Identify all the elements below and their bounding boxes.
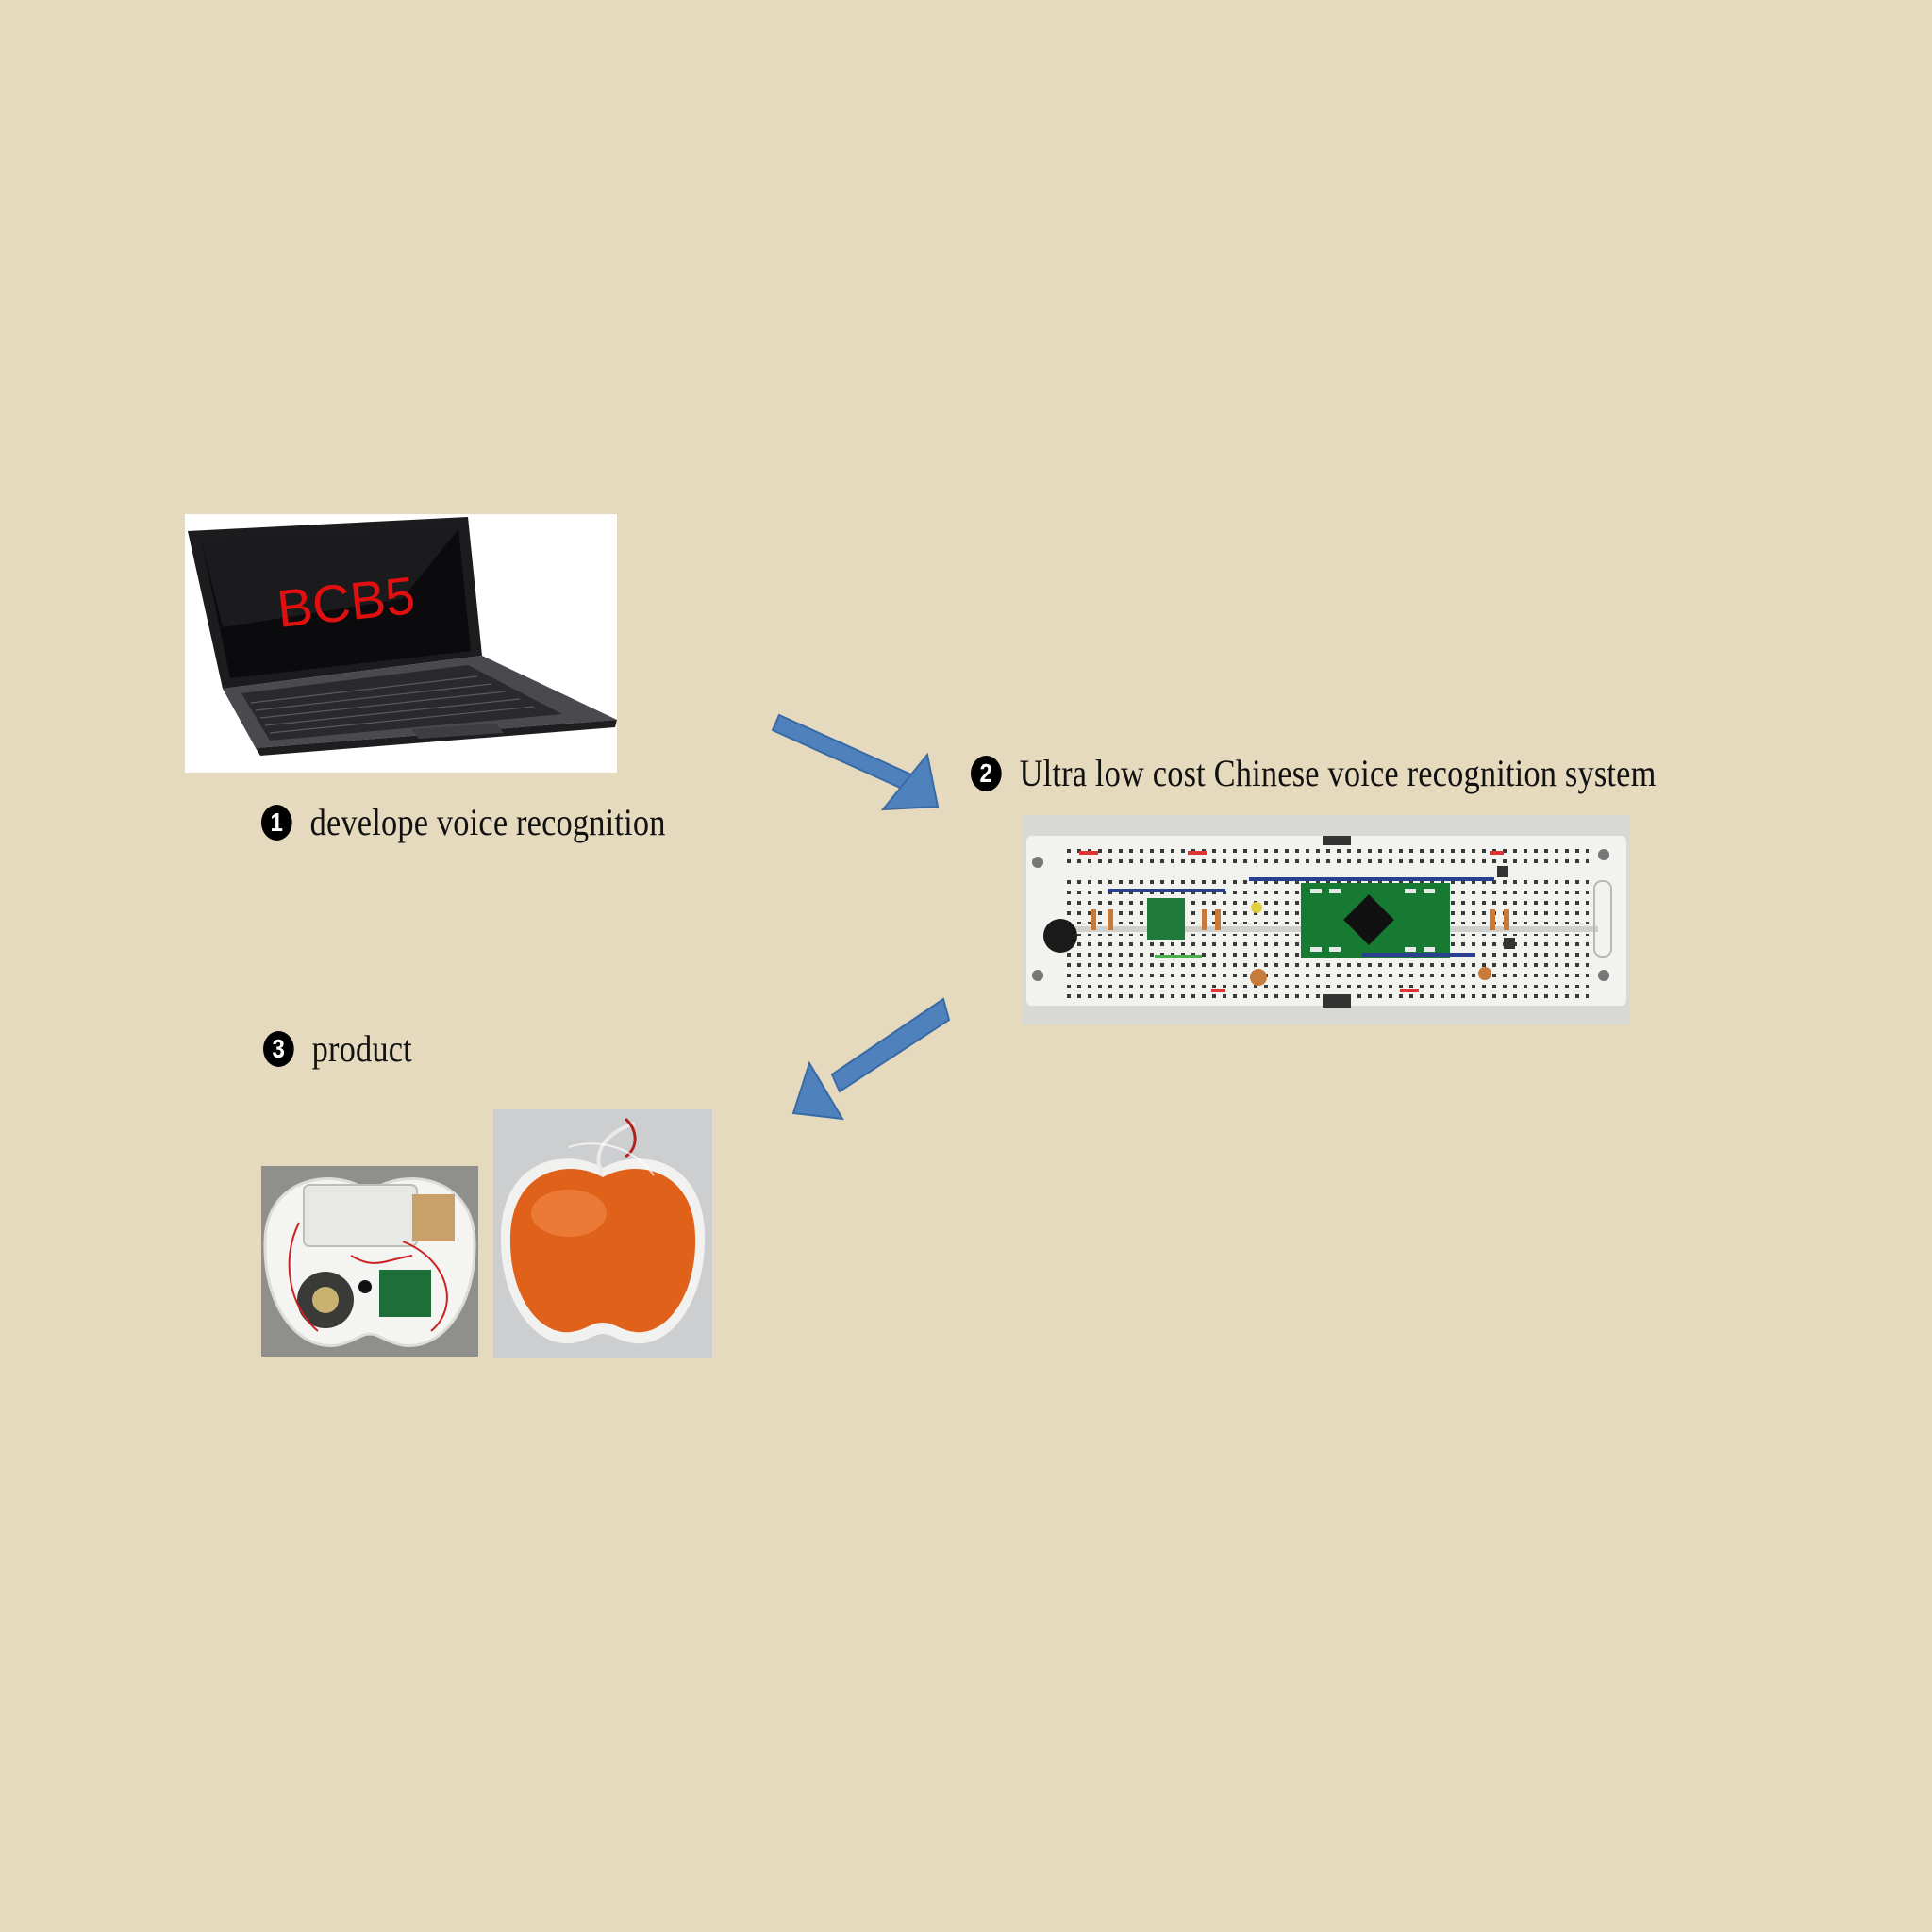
breadboard-illustration <box>1023 815 1630 1024</box>
arrow-left-down-icon <box>791 997 951 1121</box>
step-3-label: 3 product <box>263 1026 412 1071</box>
breadboard-photo <box>1023 815 1630 1024</box>
step-1-text: develope voice recognition <box>309 801 666 843</box>
laptop-illustration: BCB5 <box>185 514 617 773</box>
step-3-number: 3 <box>263 1030 294 1067</box>
step-2-number: 2 <box>971 755 1002 791</box>
laptop-screen-text: BCB5 <box>275 565 418 639</box>
step-1-number: 1 <box>261 804 292 841</box>
laptop-photo: BCB5 <box>185 514 617 773</box>
product-apple-illustration <box>493 1109 712 1358</box>
step-3-text: product <box>311 1027 412 1070</box>
step-2-text: Ultra low cost Chinese voice recognition… <box>1019 752 1657 794</box>
arrow-right-down-icon <box>772 713 940 811</box>
step-1-label: 1 develope voice recognition <box>261 800 666 844</box>
step-2-label: 2 Ultra low cost Chinese voice recogniti… <box>971 751 1657 795</box>
product-apple-photo <box>493 1109 712 1358</box>
product-interior-photo <box>261 1166 478 1357</box>
product-interior-illustration <box>261 1166 478 1357</box>
